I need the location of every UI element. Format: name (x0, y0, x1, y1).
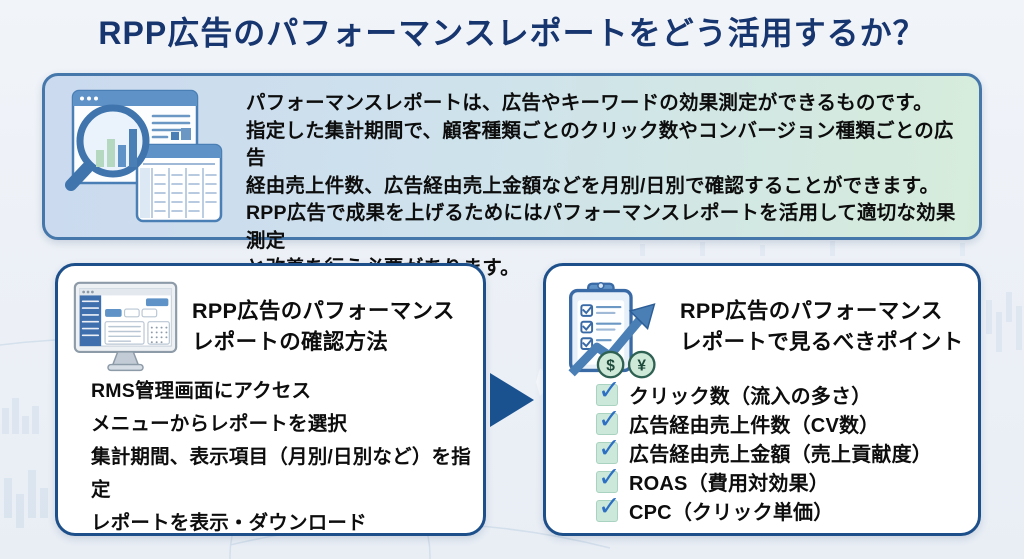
page-title: RPP広告のパフォーマンスレポートをどう活用するか？ (98, 15, 926, 51)
right-arrow (490, 373, 534, 427)
how-to-check-heading: RPP広告のパフォーマンス レポートの確認方法 (192, 296, 455, 358)
checklist-item-label: クリック数（流入の多さ） (629, 386, 872, 408)
checkbox-icon: ✓ (596, 374, 621, 406)
candlestick-watermark-left (2, 398, 48, 528)
step-item: メニューからレポートを選択 (91, 413, 348, 435)
checkbox-icon: ✓ (596, 432, 621, 464)
checklist-item-label: 広告経由売上件数（CV数） (629, 415, 880, 437)
overview-text-line: RPP広告で成果を上げるためにはパフォーマンスレポートを活用して適切な効果測定 (246, 202, 956, 252)
step-item: レポートを表示・ダウンロード (91, 512, 367, 534)
checklist-item: ✓ 広告経由売上件数（CV数） (596, 403, 932, 438)
how-to-check-heading-line2: レポートの確認方法 (192, 330, 389, 354)
checklist-item-label: ROAS（費用対効果） (629, 473, 829, 495)
step-item: 集計期間、表示項目（月別/日別など）を指定 (91, 446, 471, 501)
how-to-check-heading-line1: RPP広告のパフォーマンス (192, 299, 455, 323)
key-points-header: $ ¥ RPP広告のパフォーマンス レポートで見るべきポイント (558, 278, 963, 382)
dollar-coin-icon: $ (596, 350, 625, 379)
report-magnifier-illustration (63, 82, 228, 232)
overview-text-line: 経由売上件数、広告経由売上金額などを月別/日別で確認することができます。 (246, 174, 940, 197)
growth-arrow-icon (568, 303, 656, 377)
checklist-growth-illustration: $ ¥ (558, 278, 670, 382)
how-to-check-header: RPP広告のパフォーマンス レポートの確認方法 (70, 278, 455, 382)
yen-coin-icon: ¥ (627, 350, 656, 379)
overview-text: パフォーマンスレポートは、広告やキーワードの効果測定ができるものです。指定した集… (246, 90, 966, 283)
svg-text:¥: ¥ (637, 357, 646, 374)
overview-box: パフォーマンスレポートは、広告やキーワードの効果測定ができるものです。指定した集… (42, 73, 982, 279)
checklist-item: ✓ CPC（クリック単価） (596, 490, 932, 525)
checklist-item-label: 広告経由売上金額（売上貢献度） (629, 444, 932, 466)
checklist-item: ✓ 広告経由売上金額（売上貢献度） (596, 432, 932, 467)
magnifier-icon (65, 104, 150, 191)
key-points-box: $ ¥ RPP広告のパフォーマンス レポートで見るべきポイント ✓ クリック数（… (543, 263, 981, 536)
monitor-dashboard-illustration (70, 278, 182, 382)
step-item: RMS管理画面にアクセス (91, 380, 312, 402)
overview-text-line: 指定した集計期間で、顧客種類ごとのクリック数やコンバージョン種類ごとの広告 (246, 119, 954, 170)
checklist-item: ✓ ROAS（費用対効果） (596, 461, 932, 496)
how-to-check-box: RPP広告のパフォーマンス レポートの確認方法 RMS管理画面にアクセスメニュー… (55, 263, 486, 536)
key-points-heading: RPP広告のパフォーマンス レポートで見るべきポイント (680, 296, 963, 358)
checklist: ✓ クリック数（流入の多さ） ✓ 広告経由売上件数（CV数） ✓ 広告経由売上金… (596, 374, 932, 525)
checkbox-icon: ✓ (596, 403, 621, 435)
steps-list: RMS管理画面にアクセスメニューからレポートを選択集計期間、表示項目（月別/日別… (91, 375, 483, 540)
checklist-item: ✓ クリック数（流入の多さ） (596, 374, 932, 409)
svg-text:$: $ (606, 357, 615, 374)
overview-text-line: パフォーマンスレポートは、広告やキーワードの効果測定ができるものです。 (246, 92, 933, 114)
key-points-heading-line1: RPP広告のパフォーマンス (680, 299, 943, 323)
checklist-item-label: CPC（クリック単価） (629, 502, 834, 524)
checkbox-icon: ✓ (596, 461, 621, 493)
checkbox-icon: ✓ (596, 490, 621, 522)
key-points-heading-line2: レポートで見るべきポイント (680, 330, 964, 354)
